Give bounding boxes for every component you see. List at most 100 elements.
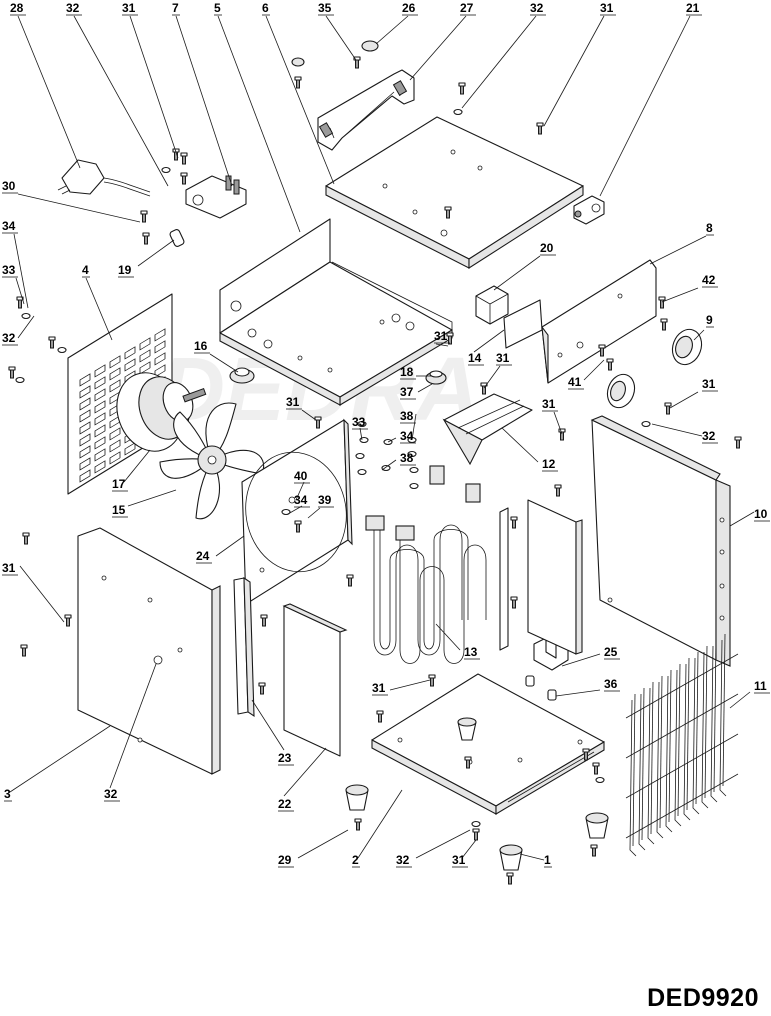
mounting-rail	[499, 507, 509, 651]
callout-32: 32	[702, 429, 716, 443]
foot-centre	[457, 717, 477, 741]
callout-leader-33	[359, 427, 363, 441]
callout-32: 32	[530, 1, 544, 15]
callout-leader-23	[251, 699, 285, 751]
callout-leader-7	[175, 15, 233, 187]
callout-27: 27	[460, 1, 474, 15]
callout-leader-32	[17, 315, 35, 339]
part-15-fan-blade	[159, 402, 265, 520]
callout-leader-32	[415, 829, 471, 859]
callout-19: 19	[118, 263, 132, 277]
callout-11: 11	[754, 679, 767, 693]
callout-33: 33	[352, 415, 366, 429]
callout-31: 31	[600, 1, 614, 15]
part-21-thermostat	[573, 195, 605, 225]
callout-30: 30	[2, 179, 16, 193]
callout-31: 31	[122, 1, 136, 15]
callout-38: 38	[400, 451, 414, 465]
part-29-foot	[345, 784, 369, 811]
callout-34: 34	[294, 493, 308, 507]
callout-32: 32	[66, 1, 80, 15]
callout-31: 31	[496, 351, 510, 365]
part-36-spacer	[525, 675, 557, 701]
part-20-switch	[475, 285, 509, 325]
callout-leader-41	[583, 359, 605, 381]
callout-12: 12	[542, 457, 556, 471]
callout-29: 29	[278, 853, 292, 867]
callout-16: 16	[194, 339, 208, 353]
callout-leader-28	[17, 15, 81, 169]
callout-39: 39	[318, 493, 332, 507]
callout-5: 5	[214, 1, 221, 15]
callout-10: 10	[754, 507, 768, 521]
callout-leader-6	[265, 15, 335, 185]
callout-leader-31	[553, 411, 563, 435]
callout-leader-35	[325, 15, 357, 61]
callout-22: 22	[278, 797, 292, 811]
foot-right	[585, 812, 609, 839]
callout-26: 26	[402, 1, 416, 15]
callout-9: 9	[706, 313, 713, 327]
callout-32: 32	[396, 853, 410, 867]
callout-leader-1	[519, 853, 545, 861]
callout-21: 21	[686, 1, 700, 15]
part-2-base-plate	[371, 673, 605, 815]
callout-32: 32	[104, 787, 118, 801]
callout-33: 33	[2, 263, 16, 277]
callout-23: 23	[278, 751, 292, 765]
callout-leader-3	[9, 725, 111, 793]
callout-31: 31	[286, 395, 300, 409]
callout-leader-22	[283, 747, 327, 797]
callout-38: 38	[400, 409, 414, 423]
part-7-terminal-block	[185, 175, 247, 219]
part-5-chassis-tray	[219, 218, 453, 406]
part-11-wire-guard	[625, 633, 739, 857]
part-10-side-panel-right	[590, 415, 731, 667]
callout-leader-12	[501, 427, 539, 463]
callout-leader-15	[127, 489, 177, 507]
callout-6: 6	[262, 1, 269, 15]
callout-4: 4	[82, 263, 89, 277]
callout-leader-32	[651, 423, 703, 437]
callout-31: 31	[452, 853, 466, 867]
callout-17: 17	[112, 477, 126, 491]
callout-leader-14	[473, 329, 505, 353]
callout-leader-30	[17, 193, 141, 223]
callout-leader-27	[409, 15, 467, 81]
callout-leader-24	[215, 535, 245, 557]
callout-leader-31	[543, 15, 605, 127]
part-13-heating-element	[365, 465, 487, 664]
part-12-deflector	[442, 393, 533, 466]
fasteners	[8, 56, 742, 885]
part-26-cap-b	[291, 57, 305, 67]
part-28-power-cord	[57, 159, 151, 197]
callout-leader-32	[73, 15, 169, 187]
callout-leader-40	[295, 481, 305, 501]
callout-leader-31	[19, 565, 65, 623]
callout-15: 15	[112, 503, 126, 517]
callout-leader-34	[387, 437, 397, 443]
part-9-knob	[671, 328, 703, 366]
callout-leader-31	[301, 409, 317, 421]
callout-34: 34	[2, 219, 16, 233]
callout-leader-5	[217, 15, 301, 233]
callout-leader-26	[375, 15, 409, 45]
part-23-side-rail	[233, 576, 255, 718]
callout-leader-36	[555, 689, 601, 697]
callout-leader-31	[389, 679, 431, 691]
inner-side-panel	[527, 499, 583, 655]
callout-leader-11	[729, 691, 751, 709]
callout-leader-8	[649, 235, 707, 265]
callout-1: 1	[544, 853, 551, 867]
callout-leader-32	[109, 663, 157, 789]
callout-31: 31	[702, 377, 716, 391]
callout-leader-25	[561, 653, 601, 667]
callout-leader-10	[729, 511, 755, 527]
part-14-plate	[503, 299, 543, 349]
callout-leader-20	[493, 255, 541, 291]
part-27-carry-handle	[317, 69, 415, 151]
callout-leader-39	[307, 507, 321, 519]
callout-37: 37	[400, 385, 414, 399]
part-6-top-cover	[325, 116, 584, 270]
